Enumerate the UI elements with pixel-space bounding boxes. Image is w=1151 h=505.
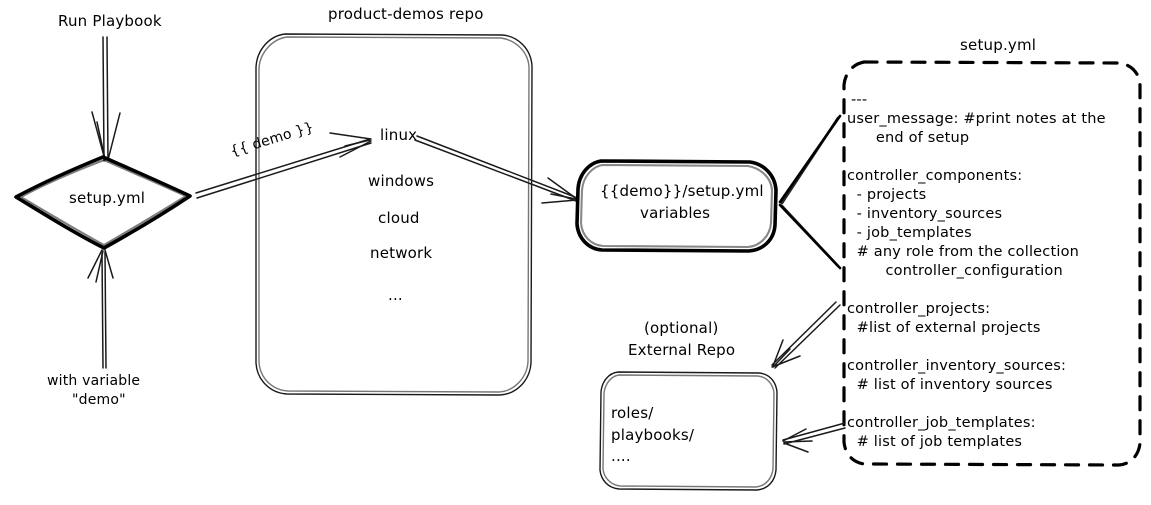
yaml-line-9: controller_configuration bbox=[847, 263, 1063, 279]
external-repo-item-playbooks: playbooks/ bbox=[611, 426, 695, 444]
external-repo-item-roles: roles/ bbox=[611, 404, 654, 422]
run-playbook-label: Run Playbook bbox=[58, 12, 162, 30]
yaml-line-4: controller_components: bbox=[847, 168, 1022, 184]
vars-box[interactable] bbox=[575, 159, 778, 253]
external-repo-item-ellipsis: .... bbox=[611, 447, 631, 465]
yaml-line-18: # list of job templates bbox=[847, 434, 1022, 450]
entry-diamond-shape[interactable] bbox=[14, 155, 192, 250]
repo-item-network[interactable]: network bbox=[370, 244, 432, 262]
entry-diamond-label: setup.yml bbox=[69, 189, 145, 207]
yaml-line-1: user_message: #print notes at the bbox=[847, 111, 1106, 127]
yaml-line-2: end of setup bbox=[847, 130, 969, 146]
yaml-line-8: # any role from the collection bbox=[847, 244, 1079, 260]
with-variable-label-line2: "demo" bbox=[72, 392, 126, 408]
yaml-line-6: - inventory_sources bbox=[847, 206, 1002, 222]
repo-item-cloud[interactable]: cloud bbox=[378, 209, 420, 227]
repo-item-linux[interactable]: linux bbox=[380, 126, 417, 144]
with-variable-arrow bbox=[87, 249, 114, 369]
vars-box-line1: {{demo}}/setup.yml bbox=[600, 182, 764, 200]
yaml-line-15: # list of inventory sources bbox=[847, 377, 1053, 393]
demo-variable-arrow bbox=[195, 132, 372, 199]
with-variable-label-line1: with variable bbox=[47, 373, 140, 389]
product-demos-repo-box[interactable] bbox=[255, 33, 533, 396]
setup-yml-dashed-title: setup.yml bbox=[960, 36, 1036, 54]
repo-item-windows[interactable]: windows bbox=[368, 172, 434, 190]
external-repo-box[interactable] bbox=[599, 371, 778, 491]
yaml-line-7: - job_templates bbox=[847, 225, 972, 241]
yaml-line-17: controller_job_templates: bbox=[847, 415, 1036, 431]
external-repo-title: External Repo bbox=[628, 341, 735, 359]
repo-item-ellipsis: ... bbox=[388, 286, 403, 304]
setup-yml-to-vars-connector bbox=[778, 114, 842, 270]
yaml-line-0: --- bbox=[851, 92, 867, 108]
controller-job-templates-arrow bbox=[782, 422, 846, 453]
yaml-line-12: #list of external projects bbox=[847, 320, 1041, 336]
setup-yml-dashed-box[interactable] bbox=[842, 60, 1142, 467]
repo-box-title: product-demos repo bbox=[328, 5, 484, 23]
yaml-line-14: controller_inventory_sources: bbox=[847, 358, 1066, 374]
vars-box-line2: variables bbox=[640, 204, 710, 222]
yaml-line-5: - projects bbox=[847, 187, 926, 203]
demo-variable-arrow-label: {{ demo }} bbox=[228, 119, 315, 160]
run-playbook-arrow bbox=[91, 36, 121, 162]
linux-to-vars-arrow bbox=[414, 135, 578, 204]
external-repo-optional-label: (optional) bbox=[644, 319, 719, 337]
controller-projects-arrow bbox=[771, 301, 841, 369]
yaml-line-11: controller_projects: bbox=[847, 301, 990, 317]
